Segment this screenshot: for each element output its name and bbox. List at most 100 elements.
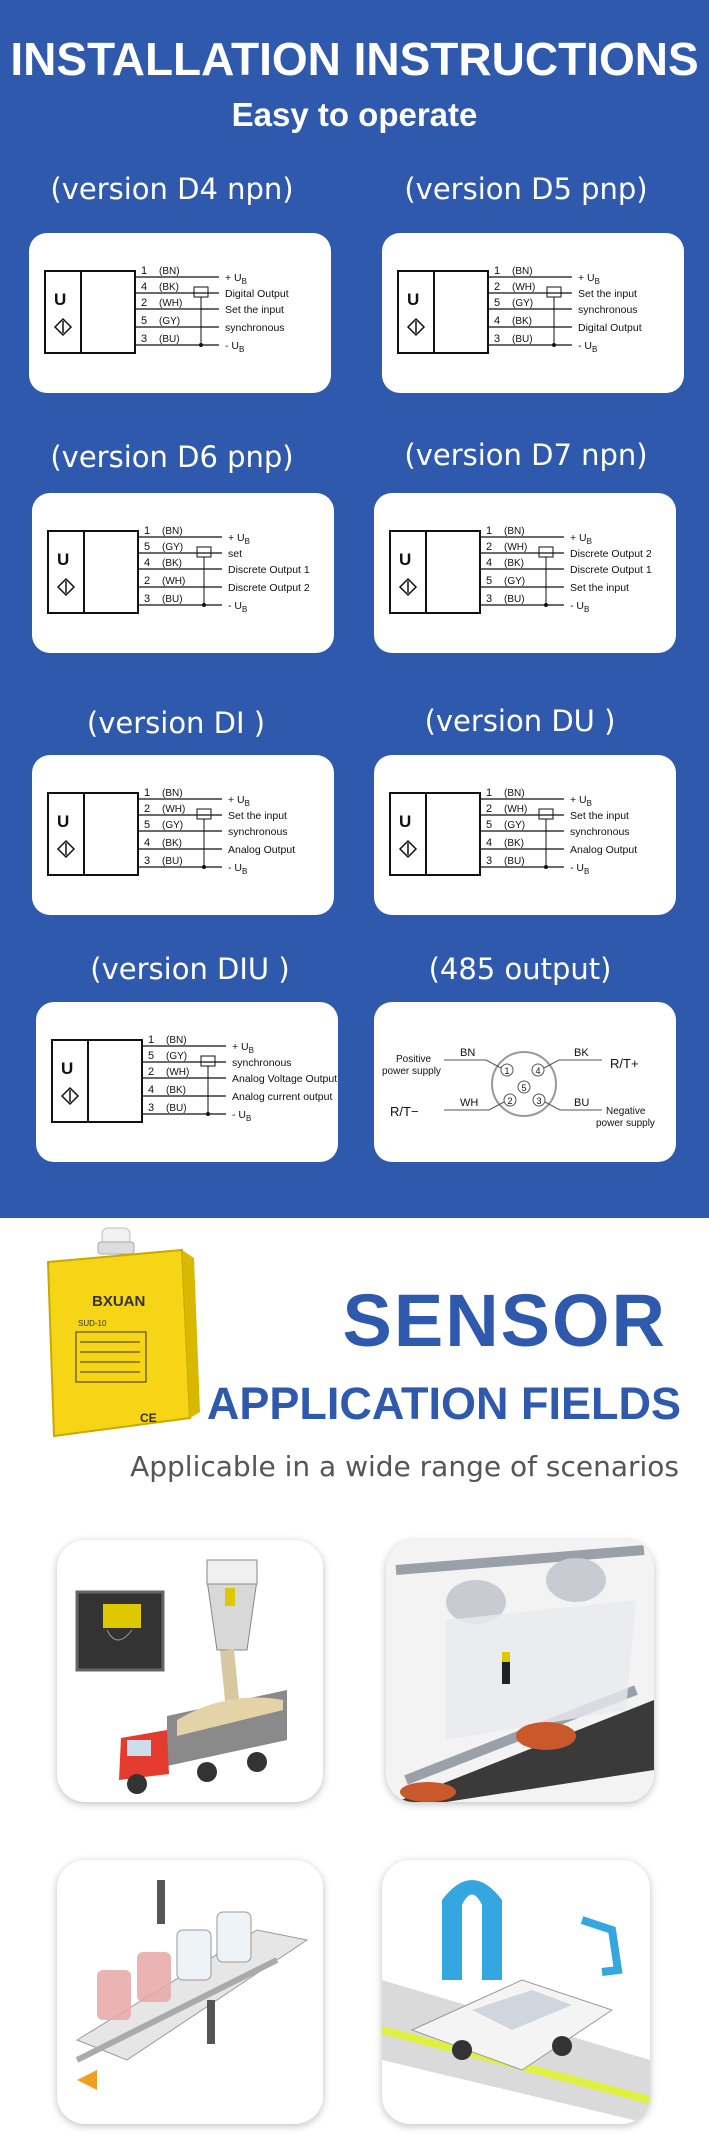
pin-number: 1 — [144, 525, 150, 537]
rs485-card: 1 4 5 2 3 BN BK WH BU Positive power sup… — [374, 1002, 676, 1162]
wire-color: (BU) — [162, 856, 183, 867]
wire-color: (GY) — [512, 298, 533, 309]
pin-function: + UB — [228, 794, 250, 808]
wire-color: (BN) — [504, 788, 525, 799]
pin-function: + UB — [570, 794, 592, 808]
pin-number: 3 — [486, 593, 492, 605]
wire-color: (BU) — [504, 856, 525, 867]
pin-number: 3 — [148, 1102, 154, 1114]
installation-subtitle: Easy to operate — [231, 96, 478, 133]
svg-text:BXUAN: BXUAN — [92, 1293, 145, 1310]
pin-number: 3 — [144, 593, 150, 605]
pin-function: + UB — [228, 532, 250, 546]
diamond-icon — [398, 839, 418, 859]
wire-color: (GY) — [159, 316, 180, 327]
svg-text:4: 4 — [535, 1066, 540, 1076]
version-label-d5: (version D5 pnp) — [404, 172, 648, 206]
svg-text:Negative: Negative — [606, 1106, 646, 1117]
pin-function: Digital Output — [578, 322, 642, 334]
pin-function: Discrete Output 1 — [228, 564, 310, 576]
pin-function: Set the input — [570, 582, 629, 594]
pin-function: - UB — [228, 600, 247, 614]
svg-text:BU: BU — [574, 1097, 589, 1109]
application-image-truck-loading — [57, 1540, 323, 1802]
pin-number: 1 — [486, 787, 492, 799]
pin-function: synchronous — [578, 304, 638, 316]
load-symbol — [200, 1055, 216, 1067]
svg-text:power supply: power supply — [596, 1118, 655, 1129]
wire-color: (WH) — [166, 1067, 189, 1078]
version-label-d6: (version D6 pnp) — [50, 440, 294, 474]
pin-function: Set the input — [228, 810, 287, 822]
product-image: BXUAN SUD-10 CE — [40, 1222, 200, 1452]
wire-color: (BN) — [162, 526, 183, 537]
wire-color: (BK) — [166, 1085, 186, 1096]
pin-number: 2 — [144, 803, 150, 815]
pin-function: synchronous — [570, 826, 630, 838]
pin-function: synchronous — [225, 322, 285, 334]
wire-color: (BK) — [512, 316, 532, 327]
application-image-bottle-line — [57, 1860, 323, 2124]
svg-text:SUD-10: SUD-10 — [78, 1319, 107, 1328]
diamond-icon — [398, 577, 418, 597]
pin-function: Set the input — [225, 304, 284, 316]
wire-color: (BU) — [159, 334, 180, 345]
pin-function: - UB — [570, 862, 589, 876]
diamond-icon — [60, 1086, 80, 1106]
pin-function: - UB — [578, 340, 597, 354]
pin-function: - UB — [225, 340, 244, 354]
pin-number: 1 — [141, 265, 147, 277]
diamond-icon — [53, 317, 73, 337]
pin-number: 1 — [494, 265, 500, 277]
pin-function: Analog Output — [570, 844, 637, 856]
sensor-symbol: U — [399, 812, 411, 831]
pin-function: Analog Voltage Output — [232, 1073, 337, 1085]
sensor-symbol: U — [61, 1059, 73, 1078]
application-image-car-wash — [382, 1860, 650, 2124]
wire-color: (WH) — [159, 298, 182, 309]
wire-color: (WH) — [512, 282, 535, 293]
diamond-icon — [56, 577, 76, 597]
svg-text:R/T+: R/T+ — [610, 1056, 639, 1071]
wiring-diagram: U1(BN)+ UB2(WH)Set the input5(GY)synchro… — [389, 787, 637, 876]
sensor-symbol: U — [57, 550, 69, 569]
svg-text:power supply: power supply — [382, 1066, 441, 1077]
pin-number: 2 — [148, 1066, 154, 1078]
sensor-box — [47, 530, 139, 614]
rs485-connector-diagram: 1 4 5 2 3 BN BK WH BU Positive power sup… — [382, 1047, 655, 1129]
sensor-box — [44, 270, 136, 354]
application-image-conveyor-pizza — [386, 1540, 654, 1802]
wire-color: (WH) — [162, 576, 185, 587]
pin-function: synchronous — [232, 1057, 292, 1069]
wire-color: (WH) — [504, 804, 527, 815]
pin-function: + UB — [232, 1041, 254, 1055]
pin-number: 5 — [141, 315, 147, 327]
pin-function: set — [228, 548, 242, 560]
svg-text:CE: CE — [140, 1411, 157, 1425]
sensor-box — [389, 792, 481, 876]
wire-color: (BK) — [159, 282, 179, 293]
sensor-symbol: U — [57, 812, 69, 831]
svg-text:WH: WH — [460, 1097, 478, 1109]
load-symbol — [196, 546, 212, 558]
svg-text:Positive: Positive — [396, 1054, 431, 1065]
pin-number: 4 — [144, 557, 150, 569]
sensor-box — [397, 270, 489, 354]
wire-color: (WH) — [162, 804, 185, 815]
wire-color: (GY) — [166, 1051, 187, 1062]
svg-text:2: 2 — [507, 1096, 512, 1106]
wiring-diagram: U1(BN)+ UB2(WH)Discrete Output 24(BK)Dis… — [389, 525, 652, 614]
version-label-diu: (version DIU ) — [90, 952, 290, 986]
installation-title: INSTALLATION INSTRUCTIONS — [10, 33, 699, 85]
pin-number: 2 — [494, 281, 500, 293]
wire-color: (BU) — [162, 594, 183, 605]
pin-function: + UB — [225, 272, 247, 286]
pin-function: - UB — [570, 600, 589, 614]
version-label-di: (version DI ) — [86, 706, 266, 740]
